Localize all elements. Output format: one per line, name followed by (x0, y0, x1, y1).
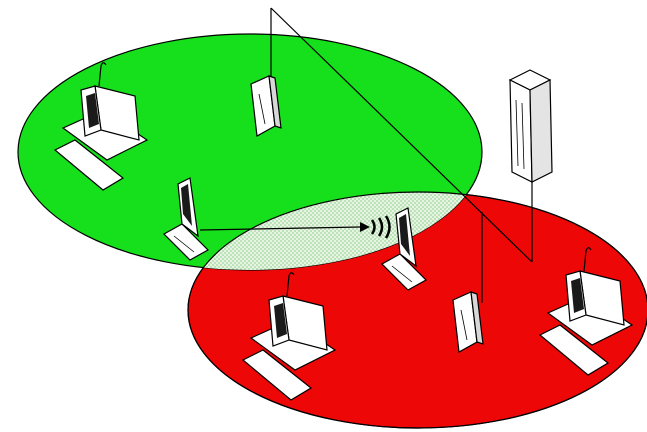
server-icon (510, 70, 552, 182)
